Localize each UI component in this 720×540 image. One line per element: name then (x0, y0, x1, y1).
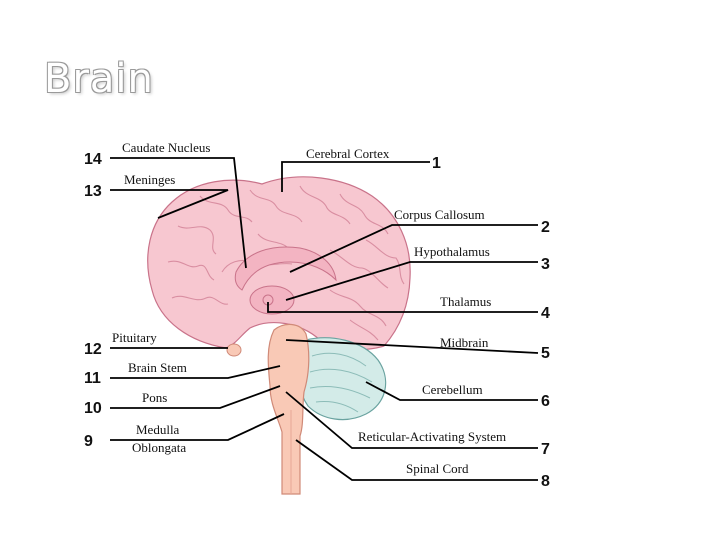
label-number: 11 (84, 370, 101, 387)
leader-lines (110, 157, 539, 481)
label-text: Brain Stem (128, 360, 187, 375)
label-14: Caudate Nucleus 14 (84, 140, 210, 168)
label-text: Midbrain (440, 335, 489, 350)
label-5: Midbrain 5 (440, 335, 550, 362)
label-text: Caudate Nucleus (122, 140, 210, 155)
gyri-lines (167, 185, 405, 341)
label-8: Spinal Cord 8 (406, 461, 550, 490)
label-number: 8 (541, 473, 550, 490)
brainstem-shape (267, 323, 310, 495)
label-13: Meninges 13 (84, 172, 175, 200)
label-text: Pons (142, 390, 167, 405)
label-text: Cerebral Cortex (306, 146, 390, 161)
label-number: 6 (541, 393, 550, 410)
label-number: 10 (84, 400, 102, 417)
label-number: 4 (541, 305, 550, 322)
cerebellum-shape (297, 337, 387, 421)
label-6: Cerebellum 6 (422, 382, 550, 410)
thalamus-shape (249, 285, 295, 315)
label-number: 14 (84, 151, 102, 168)
label-number: 9 (84, 433, 93, 450)
label-4: Thalamus 4 (440, 294, 550, 322)
label-3: Hypothalamus 3 (414, 244, 550, 273)
label-number: 13 (84, 183, 102, 200)
pituitary-shape (226, 343, 242, 357)
label-2: Corpus Callosum 2 (394, 207, 550, 236)
label-text: Spinal Cord (406, 461, 469, 476)
label-number: 5 (541, 345, 550, 362)
cerebellum-folia (309, 352, 373, 413)
label-number: 2 (541, 219, 550, 236)
label-11: Brain Stem 11 (84, 360, 187, 387)
label-7: Reticular-Activating System 7 (358, 429, 550, 458)
label-text: Hypothalamus (414, 244, 490, 259)
label-text-line2: Oblongata (132, 440, 186, 455)
label-number: 7 (541, 441, 550, 458)
label-number: 1 (432, 155, 441, 172)
label-1: Cerebral Cortex 1 (306, 146, 441, 172)
label-10: Pons 10 (84, 390, 167, 417)
label-9: Medulla Oblongata 9 (84, 422, 186, 455)
label-text: Corpus Callosum (394, 207, 485, 222)
brain-illustration (147, 176, 411, 495)
label-text: Cerebellum (422, 382, 483, 397)
label-number: 12 (84, 341, 102, 358)
label-12: Pituitary 12 (84, 330, 157, 358)
corpus-callosum-shape (234, 246, 337, 291)
label-text: Medulla (136, 422, 180, 437)
label-number: 3 (541, 256, 550, 273)
label-text: Thalamus (440, 294, 491, 309)
slide-title: Brain (44, 56, 154, 102)
label-text: Pituitary (112, 330, 157, 345)
label-text: Meninges (124, 172, 175, 187)
label-text: Reticular-Activating System (358, 429, 506, 444)
